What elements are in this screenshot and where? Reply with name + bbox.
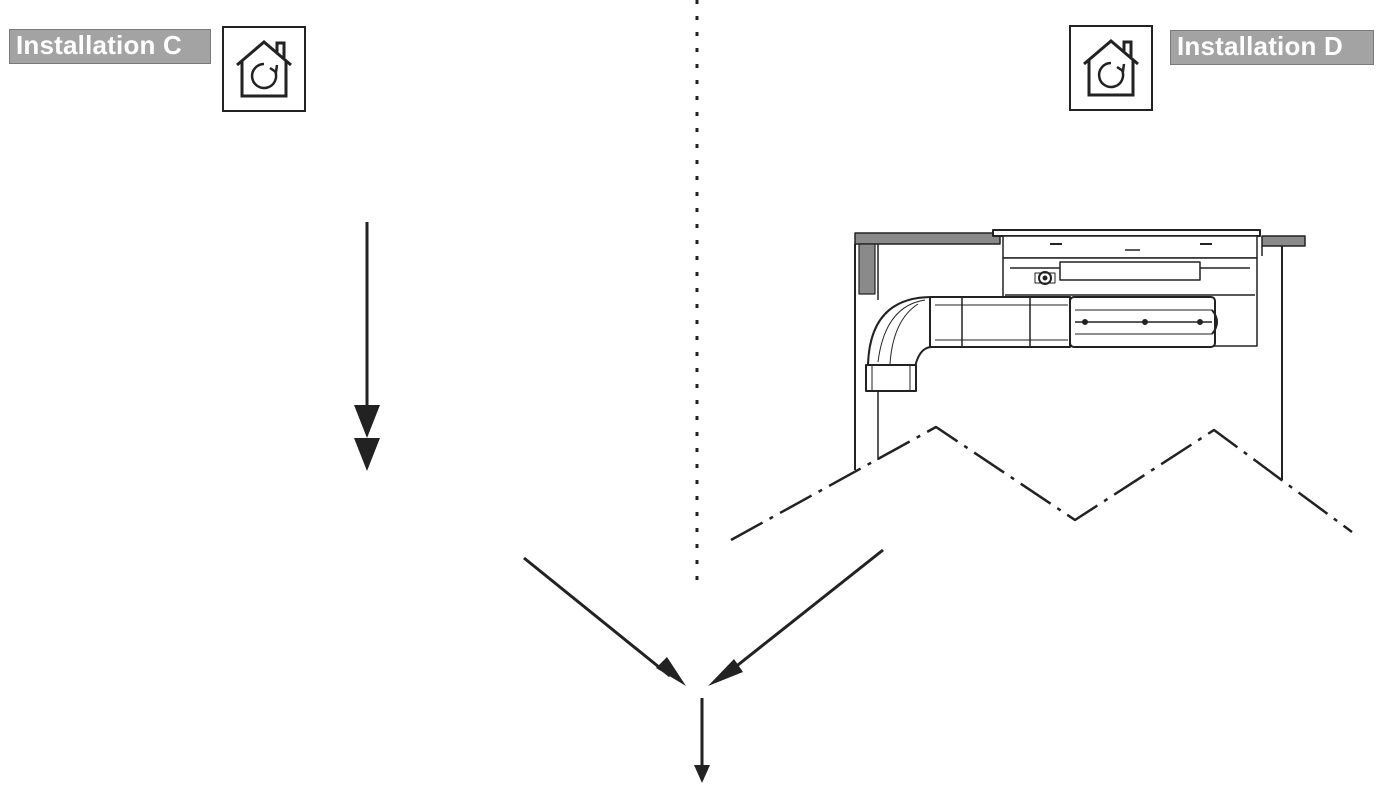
converging-arrow-right (708, 548, 884, 686)
output-arrow-down (694, 698, 710, 783)
installation-d-drawing (730, 229, 1353, 542)
converging-arrow-left (523, 556, 686, 686)
recirculation-mode-icon-d (1069, 25, 1153, 111)
installation-d-label: Installation D (1170, 30, 1374, 65)
airflow-arrow-c (354, 222, 380, 471)
recirculation-house-icon (236, 40, 292, 98)
recirculation-house-icon (1083, 39, 1139, 97)
recirculation-mode-icon-c (222, 26, 306, 112)
installation-c-label: Installation C (9, 29, 211, 64)
